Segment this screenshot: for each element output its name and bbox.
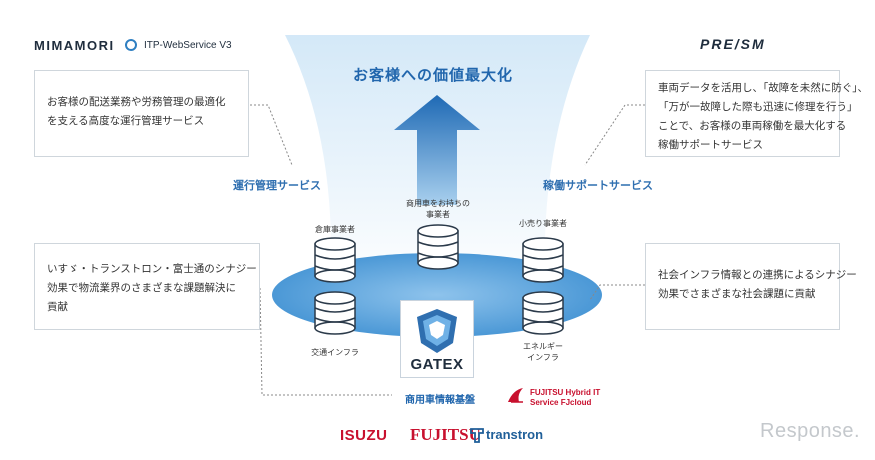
db-label-energy: エネルギー インフラ — [508, 341, 578, 363]
db-label-traffic: 交通インフラ — [311, 348, 359, 357]
db-label-line: インフラ — [527, 353, 559, 362]
box-text-line: 貢献 — [47, 301, 68, 313]
connector-tr — [584, 104, 645, 166]
db-label-retail: 小売り事業者 — [519, 219, 567, 228]
db-energy — [522, 291, 564, 335]
fujitsu-hybrid-line: FUJITSU Hybrid IT — [530, 388, 601, 397]
box-text-line: 社会インフラ情報との連携によるシナジー — [658, 269, 857, 281]
gatex-logo-box — [400, 300, 474, 378]
response-watermark: Response. — [760, 420, 861, 442]
fujitsu-hybrid-line: Service FJcloud — [530, 398, 592, 407]
connector-bl — [259, 287, 392, 396]
db-label-line: 商用車をお持ちの — [406, 199, 470, 208]
box-text-line: いすゞ・トランストロン・富士通のシナジー — [47, 263, 257, 275]
fujitsu-hybrid-logo: FUJITSU Hybrid IT Service FJcloud — [530, 388, 600, 408]
db-label-line: 事業者 — [426, 210, 450, 219]
connector-br — [589, 284, 645, 301]
service-label-support: 稼働サポートサービス — [543, 179, 653, 192]
isuzu-logo: ISUZU — [340, 427, 388, 444]
db-retail — [522, 237, 564, 283]
box-text-line: を支える高度な運行管理サービス — [47, 115, 205, 127]
itp-webservice-logo: ITP-WebService V3 — [144, 40, 232, 51]
transtron-logo: transtron — [486, 427, 544, 442]
transtron-emblem-icon — [470, 428, 484, 443]
mimamori-logo: MIMAMORI — [34, 38, 115, 53]
db-label-commercial: 商用車をお持ちの 事業者 — [398, 198, 478, 220]
box-text-line: ことで、お客様の車両稼働を最大化する — [658, 120, 847, 132]
box-bottom-left: いすゞ・トランストロン・富士通のシナジー 効果で物流業界のさまざまな課題解決に … — [34, 243, 260, 330]
gatex-logo-text: GATEX — [410, 356, 464, 373]
service-label-operation: 運行管理サービス — [233, 179, 321, 192]
box-text-line: 「万が一故障した際も迅速に修理を行う」 — [658, 101, 858, 113]
box-bottom-right: 社会インフラ情報との連携によるシナジー 効果でさまざまな社会課題に貢献 — [645, 243, 857, 330]
box-text-line: 効果で物流業界のさまざまな課題解決に — [47, 282, 236, 294]
db-commercial — [417, 224, 459, 270]
platform-label: 商用車情報基盤 — [405, 395, 475, 406]
up-arrow — [394, 95, 480, 205]
preism-logo: PRE/SM — [700, 36, 766, 52]
fujitsu-logo: FUJITSU — [410, 425, 481, 444]
db-traffic — [314, 291, 356, 335]
fjcloud-icon — [508, 388, 523, 403]
box-top-left: お客様の配送業務や労務管理の最適化 を支える高度な運行管理サービス — [34, 70, 249, 157]
box-text-line: 効果でさまざまな社会課題に貢献 — [658, 288, 816, 300]
box-top-right: 車両データを活用し、「故障を未然に防ぐ」、 「万が一故障した際も迅速に修理を行う… — [645, 70, 868, 157]
db-label-line: エネルギー — [523, 342, 563, 351]
mimamori-circle-icon — [125, 39, 137, 51]
box-text-line: 稼働サポートサービス — [658, 139, 763, 151]
headline: お客様への価値最大化 — [352, 66, 513, 84]
db-label-warehouse: 倉庫事業者 — [315, 225, 355, 234]
connector-tl — [250, 104, 293, 166]
gatex-emblem-icon — [417, 309, 457, 353]
box-text-line: お客様の配送業務や労務管理の最適化 — [47, 96, 226, 108]
box-text-line: 車両データを活用し、「故障を未然に防ぐ」、 — [658, 82, 868, 94]
db-warehouse — [314, 237, 356, 283]
